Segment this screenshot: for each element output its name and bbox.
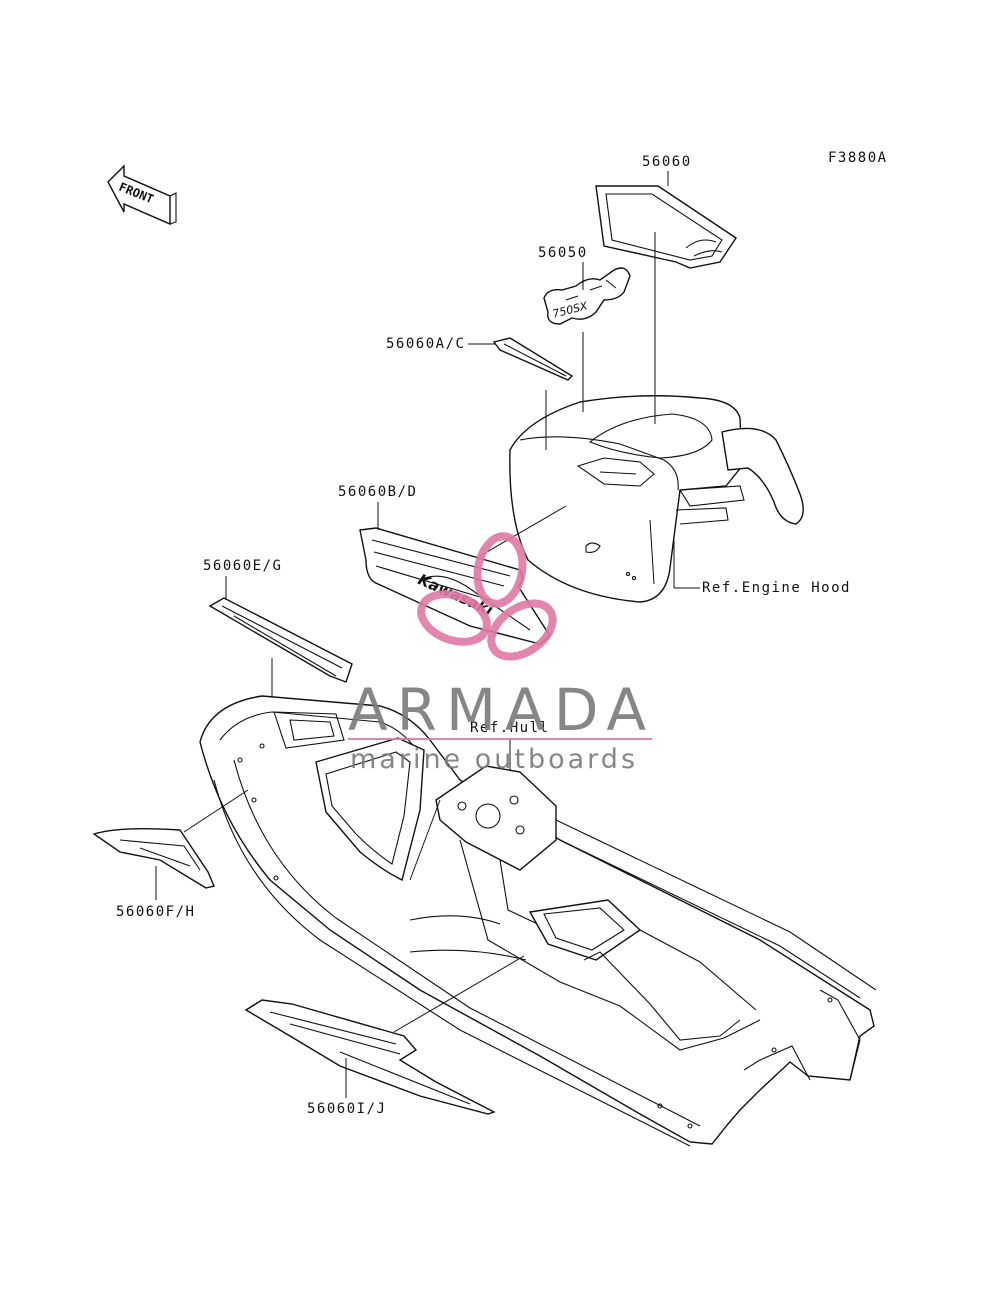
watermark-title: ARMADA <box>348 676 655 744</box>
decal-56060e-g <box>208 597 353 683</box>
hull <box>199 695 877 1147</box>
decal-56060a-c <box>492 337 574 381</box>
decal-56060 <box>595 185 737 269</box>
decal-56060i-j <box>244 999 496 1115</box>
callout-56050: 56050 <box>538 245 588 261</box>
callout-56060i-j: 56060I/J <box>307 1101 386 1117</box>
callout-56060a-c: 56060A/C <box>386 336 465 352</box>
callout-engine-hood: Ref.Engine Hood <box>702 580 851 596</box>
callout-56060: 56060 <box>642 154 692 170</box>
decal-56060f-h <box>92 827 215 889</box>
callout-56060e-g: 56060E/G <box>203 558 282 574</box>
decal-56050: 750SX <box>543 267 631 325</box>
figure-code: F3880A <box>828 150 888 166</box>
watermark: ARMADA marine outboards <box>348 532 655 775</box>
callout-56060b-d: 56060B/D <box>338 484 417 500</box>
watermark-subtitle: marine outboards <box>350 744 638 775</box>
engine-hood <box>509 395 804 603</box>
front-arrow-icon: FRONT <box>107 164 177 226</box>
propeller-logo-icon <box>417 532 557 661</box>
callout-hull: Ref.Hull <box>470 720 549 736</box>
callout-56060f-h: 56060F/H <box>116 904 195 920</box>
